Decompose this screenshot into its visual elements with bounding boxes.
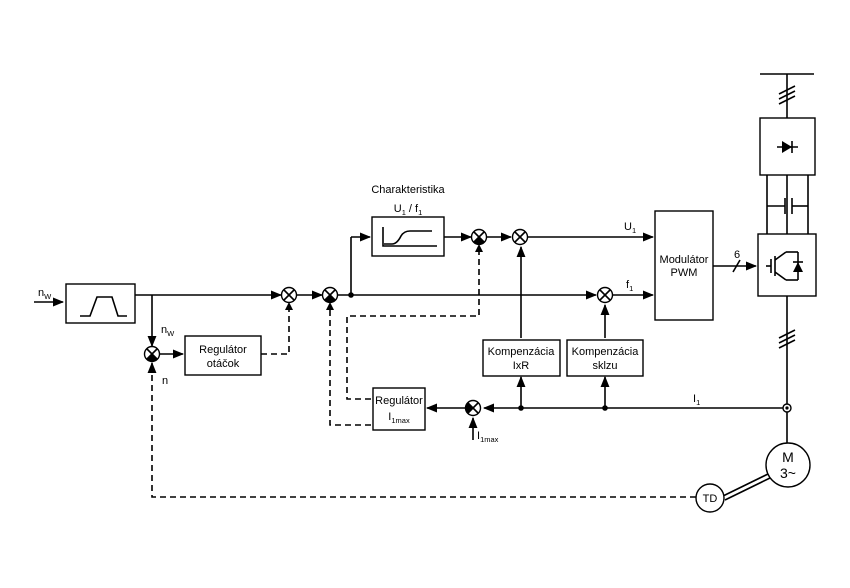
dashed-arrowheads	[285, 244, 483, 310]
dashed-feedback-lines	[151, 246, 696, 498]
signal-i1: I1	[693, 393, 700, 407]
ixr-compensation-block	[482, 339, 561, 377]
signal-i1max: I1max	[477, 430, 499, 444]
signal-f1: f1	[626, 279, 633, 293]
signal-nw-reference: nW	[161, 324, 175, 338]
characteristic-title: Charakteristika	[371, 184, 445, 196]
junction-dots	[348, 292, 792, 413]
rectifier-block	[759, 117, 816, 176]
speed-regulator-label-line1: Regulátor	[199, 344, 247, 356]
ixr-compensation-label-line1: Kompenzácia	[488, 346, 556, 358]
sum-current-limit	[464, 399, 482, 417]
sum-ixr	[511, 228, 529, 246]
sum-frequency-limit	[321, 286, 339, 304]
speed-regulator-label-line2: otáčok	[207, 358, 240, 370]
current-regulator-block	[372, 387, 426, 431]
current-regulator-label-line2: I1max	[388, 411, 410, 425]
pwm-line-count: 6	[734, 249, 740, 261]
tacho-label: TD	[703, 493, 718, 505]
modulator-label-line1: Modulátor	[660, 254, 709, 266]
sum-slip	[596, 286, 614, 304]
ixr-compensation-label-line2: IxR	[513, 360, 530, 372]
characteristic-block	[371, 216, 445, 257]
inverter-block	[757, 233, 817, 297]
modulator-label-line2: PWM	[671, 267, 698, 279]
sum-speed-error	[143, 345, 161, 363]
summing-junctions	[143, 228, 614, 417]
tachogenerator-symbol	[695, 483, 725, 513]
signal-u1: U1	[624, 221, 636, 235]
signal-n-feedback: n	[162, 375, 168, 387]
characteristic-formula: U1 / f1	[394, 203, 423, 217]
slip-compensation-block	[566, 339, 644, 377]
motor-symbol	[765, 442, 811, 488]
motor-label-line1: M	[782, 449, 794, 465]
modulator-block	[654, 210, 714, 321]
sum-voltage-limit	[470, 228, 488, 246]
current-regulator-label-line1: Regulátor	[375, 395, 423, 407]
signal-lines	[34, 73, 814, 501]
speed-regulator-block	[184, 335, 262, 376]
motor-label-line2: 3~	[780, 465, 796, 481]
diagram-text: Charakteristika U1 / f1 Modulátor PWM Re…	[38, 184, 796, 505]
signal-nw-input: nW	[38, 287, 52, 301]
sum-speed-ref	[280, 286, 298, 304]
slip-compensation-label-line1: Kompenzácia	[572, 346, 640, 358]
ramp-generator-block	[65, 283, 136, 324]
slip-compensation-label-line2: sklzu	[592, 360, 617, 372]
